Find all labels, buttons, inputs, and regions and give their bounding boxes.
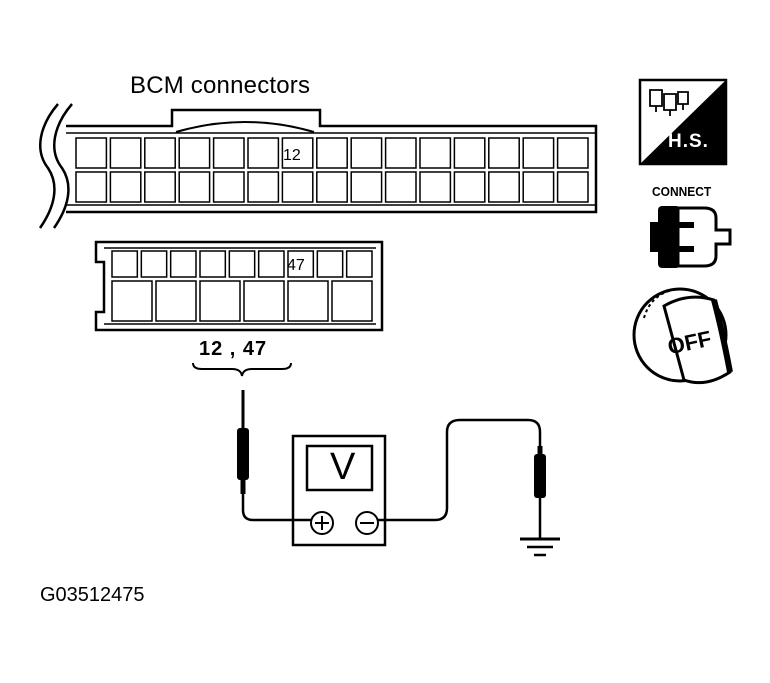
connector-cavity — [384, 171, 417, 203]
connector-cavity — [350, 171, 383, 203]
connector-cavity — [111, 250, 139, 278]
connector-cavity — [199, 250, 227, 278]
connector-cavity — [287, 250, 315, 278]
connector-cavity — [281, 171, 314, 203]
harness-side-icon — [638, 78, 728, 166]
connector-cavity — [155, 280, 197, 322]
connector-cavity — [144, 137, 176, 169]
connector-cavity — [331, 280, 373, 322]
connector-cavity — [75, 171, 108, 203]
figure-code: G03512475 — [40, 584, 145, 606]
connector-cavity — [111, 280, 153, 322]
negative-probe — [534, 446, 546, 538]
voltmeter — [291, 434, 387, 547]
negative-lead — [378, 418, 542, 522]
connector-cavity — [345, 250, 373, 278]
connector-cavity — [350, 137, 383, 169]
connector-cavity — [247, 137, 280, 169]
connector-cavity — [453, 137, 486, 169]
lower-connector-pin-label: 47 — [287, 257, 305, 274]
connector-cavity — [316, 171, 348, 203]
connector-cavity — [109, 137, 142, 169]
pin-brace — [192, 362, 292, 377]
connector-cavity — [281, 137, 314, 169]
connector-cavity — [488, 171, 520, 203]
connector-cavity — [522, 137, 555, 169]
connector-cavity — [178, 171, 211, 203]
connector-cavity — [212, 137, 245, 169]
ignition-key-off-icon — [632, 287, 733, 385]
minus-terminal-icon — [355, 511, 379, 535]
connector-cavity — [109, 171, 142, 203]
connector-cavity — [419, 137, 452, 169]
harness-side-label: H.S. — [668, 131, 709, 152]
connect-label: CONNECT — [652, 184, 712, 199]
connector-cavity — [169, 250, 197, 278]
connector-cavity — [75, 137, 108, 169]
connector-cavity — [144, 171, 176, 203]
connector-cavity — [228, 250, 256, 278]
connector-cavity — [556, 171, 589, 203]
upper-connector-cavities — [75, 137, 589, 203]
ground-icon — [520, 537, 560, 557]
connector-cavity — [140, 250, 168, 278]
voltmeter-unit-label: V — [330, 446, 356, 488]
connector-cavity — [453, 171, 486, 203]
connector-cavity — [488, 137, 520, 169]
connector-cavity — [199, 280, 241, 322]
connector-cavity — [419, 171, 452, 203]
upper-connector-pin-label: 12 — [283, 147, 301, 164]
diagram-title: BCM connectors — [130, 72, 311, 99]
lower-connector — [94, 240, 384, 332]
connector-cavity — [212, 171, 245, 203]
positive-lead — [241, 494, 312, 522]
plus-terminal-icon — [310, 511, 334, 535]
connector-cavity — [247, 171, 280, 203]
connector-cavity — [316, 137, 348, 169]
connector-cavity — [384, 137, 417, 169]
connector-cavity — [522, 171, 555, 203]
connector-cavity — [257, 250, 285, 278]
connector-cavity — [287, 280, 329, 322]
upper-connector — [38, 103, 598, 229]
connector-cavity — [243, 280, 285, 322]
positive-probe — [237, 390, 249, 494]
connector-cavity — [178, 137, 211, 169]
connector-cavity — [316, 250, 344, 278]
connector-cavity — [556, 137, 589, 169]
lower-connector-cavities — [111, 250, 373, 322]
probe-pins-label: 12 , 47 — [199, 338, 268, 360]
connector-plug-icon — [650, 206, 732, 268]
